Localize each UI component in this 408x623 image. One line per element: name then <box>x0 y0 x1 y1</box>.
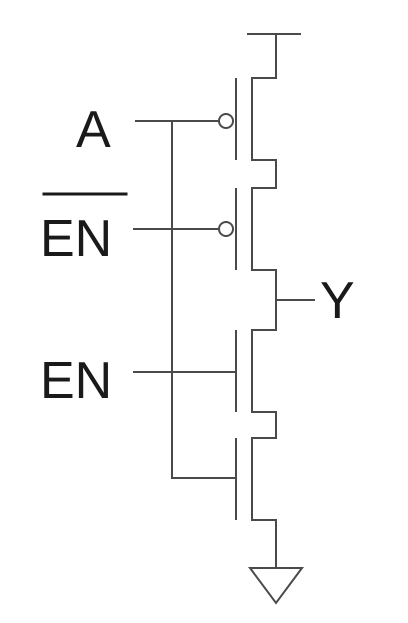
nmos-transistor-en <box>235 329 277 413</box>
pmos-a-inversion-bubble <box>218 113 234 129</box>
pmos-en-bar-inversion-bubble <box>218 221 234 237</box>
pmos-transistor-a <box>235 77 277 161</box>
pmos-transistor-en-bar <box>235 187 277 271</box>
output-y-label: Y <box>320 272 355 330</box>
input-en-bar-label: EN <box>40 210 112 268</box>
ground-symbol-icon <box>248 567 304 605</box>
nmos-transistor-a <box>235 437 277 521</box>
input-en-label: EN <box>40 352 112 410</box>
input-a-label: A <box>76 101 111 159</box>
